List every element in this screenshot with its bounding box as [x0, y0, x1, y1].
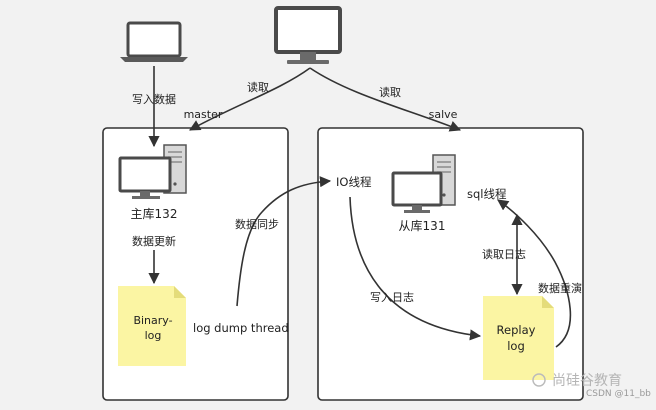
arrow-read-slave [309, 67, 462, 132]
label-replica-db: 从库131 [399, 218, 446, 233]
label-read-master: 读取 [247, 80, 269, 94]
desktop-computer-icon [391, 154, 456, 213]
document-note-icon [118, 286, 186, 366]
label-sql-thread: sql线程 [467, 187, 507, 201]
label-binary-log-1: Binary- [133, 314, 172, 327]
label-read-slave: 读取 [379, 85, 401, 99]
label-slave: salve [429, 108, 458, 121]
desktop-computer-icon [118, 144, 187, 199]
label-write-log: 写入日志 [370, 291, 414, 304]
label-binary-log-2: log [145, 329, 162, 342]
arrow-write-log [349, 196, 482, 341]
desktop-monitor-icon [274, 6, 342, 64]
label-data-sync: 数据同步 [235, 217, 279, 231]
watermark-csdn: CSDN @11_bb [586, 389, 651, 399]
label-data-replay: 数据重演 [538, 281, 582, 295]
label-read-log: 读取日志 [482, 247, 526, 261]
label-relay-log-1: Replay [497, 323, 536, 337]
watermark-brand: 尚硅谷教育 [552, 373, 622, 389]
label-relay-log-2: log [507, 339, 525, 353]
label-log-dump-thread: log dump thread [193, 321, 289, 335]
label-io-thread: IO线程 [336, 175, 372, 189]
watermark-logo-icon [532, 373, 546, 387]
label-write-data: 写入数据 [132, 92, 176, 106]
arrow-data-replay [497, 199, 572, 348]
document-note-icon [483, 296, 554, 380]
arrow-data-sync [236, 176, 332, 307]
label-data-update: 数据更新 [132, 234, 176, 248]
label-master: master [184, 108, 223, 121]
arrow-read-master [189, 67, 311, 131]
laptop-icon [120, 21, 188, 62]
label-main-db: 主库132 [131, 206, 178, 221]
